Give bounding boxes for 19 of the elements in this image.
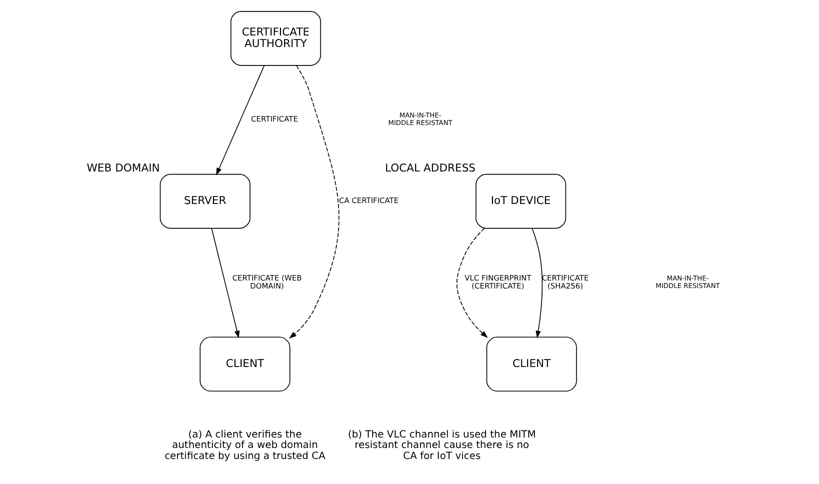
node-box: CLIENT xyxy=(200,336,290,392)
node-label: WEB DOMAIN xyxy=(86,161,160,174)
node-box: SERVER xyxy=(160,174,250,229)
arrow xyxy=(289,65,340,339)
arrow xyxy=(456,228,488,338)
edge-label: CERTIFICATE xyxy=(251,114,298,124)
arrow xyxy=(211,228,240,338)
node-box: CERTIFICATE AUTHORITY xyxy=(230,11,322,66)
label: (b) The VLC channel is used the MITM resistant channel cause there is no CA for IoT vices xyxy=(348,429,536,462)
node-label: LOCAL ADDRESS xyxy=(384,161,476,174)
arrow xyxy=(216,65,265,176)
edge-label: CERTIFICATE (WEB DOMAIN) xyxy=(232,273,302,291)
node-box: CLIENT xyxy=(486,336,577,392)
label: (a) A client verifies the authenticity of a web domain certificate by using a trusted CA xyxy=(164,429,326,462)
edge-label: CA CERTIFICATE xyxy=(339,196,399,206)
edge-label: CERTIFICATE (SHA256) xyxy=(542,273,589,291)
node-box: IoT DEVICE xyxy=(476,174,566,229)
arrow xyxy=(532,228,543,338)
edge-label: VLC FINGERPRINT (CERTIFICATE) xyxy=(464,273,532,291)
